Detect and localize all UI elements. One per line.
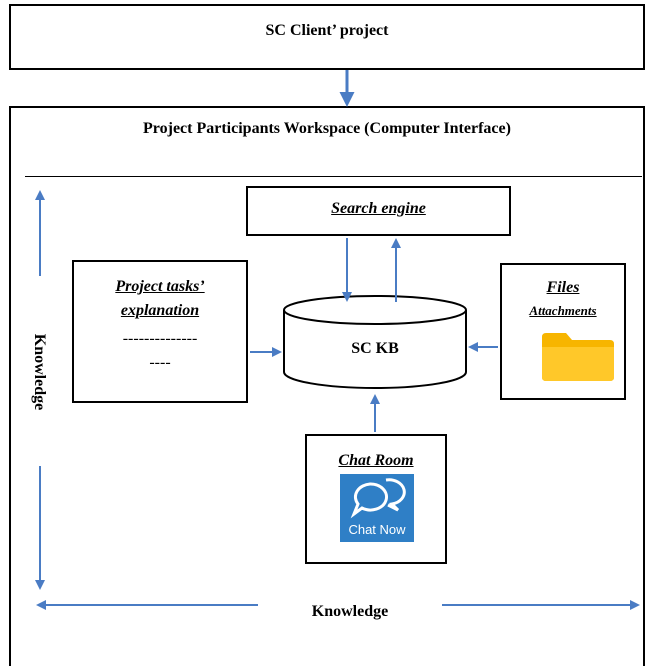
chat-room-title: Chat Room <box>338 452 414 469</box>
files-attachments-box: Files Attachments <box>500 263 626 400</box>
client-project-box: SC Client’ project <box>9 4 645 70</box>
project-tasks-title-line2: explanation <box>120 302 200 319</box>
files-subtitle: Attachments <box>529 303 597 318</box>
project-tasks-box: Project tasks’ explanation -------------… <box>72 260 248 403</box>
sc-kb-label: SC KB <box>351 340 399 357</box>
workspace-title: Project Participants Workspace (Computer… <box>143 120 511 137</box>
folder-icon <box>542 333 614 381</box>
sc-kb-cylinder <box>283 295 467 389</box>
project-tasks-dashes-line2: ---- <box>149 354 171 371</box>
knowledge-vertical-label: Knowledge <box>31 333 48 411</box>
files-title: Files <box>546 279 580 296</box>
search-engine-label: Search engine <box>331 200 426 217</box>
chat-room-box: Chat Room Chat Now <box>305 434 447 564</box>
chat-bubbles-icon: Chat Now <box>340 474 414 542</box>
chat-now-text: Chat Now <box>348 522 406 537</box>
knowledge-horizontal-label: Knowledge <box>311 603 389 620</box>
search-engine-box: Search engine <box>246 186 511 236</box>
project-tasks-dashes-line1: -------------- <box>122 330 198 347</box>
workspace-divider <box>25 176 642 177</box>
arrows-layer <box>35 70 640 610</box>
project-tasks-title-line1: Project tasks’ <box>115 278 205 295</box>
client-project-label: SC Client’ project <box>265 22 389 39</box>
